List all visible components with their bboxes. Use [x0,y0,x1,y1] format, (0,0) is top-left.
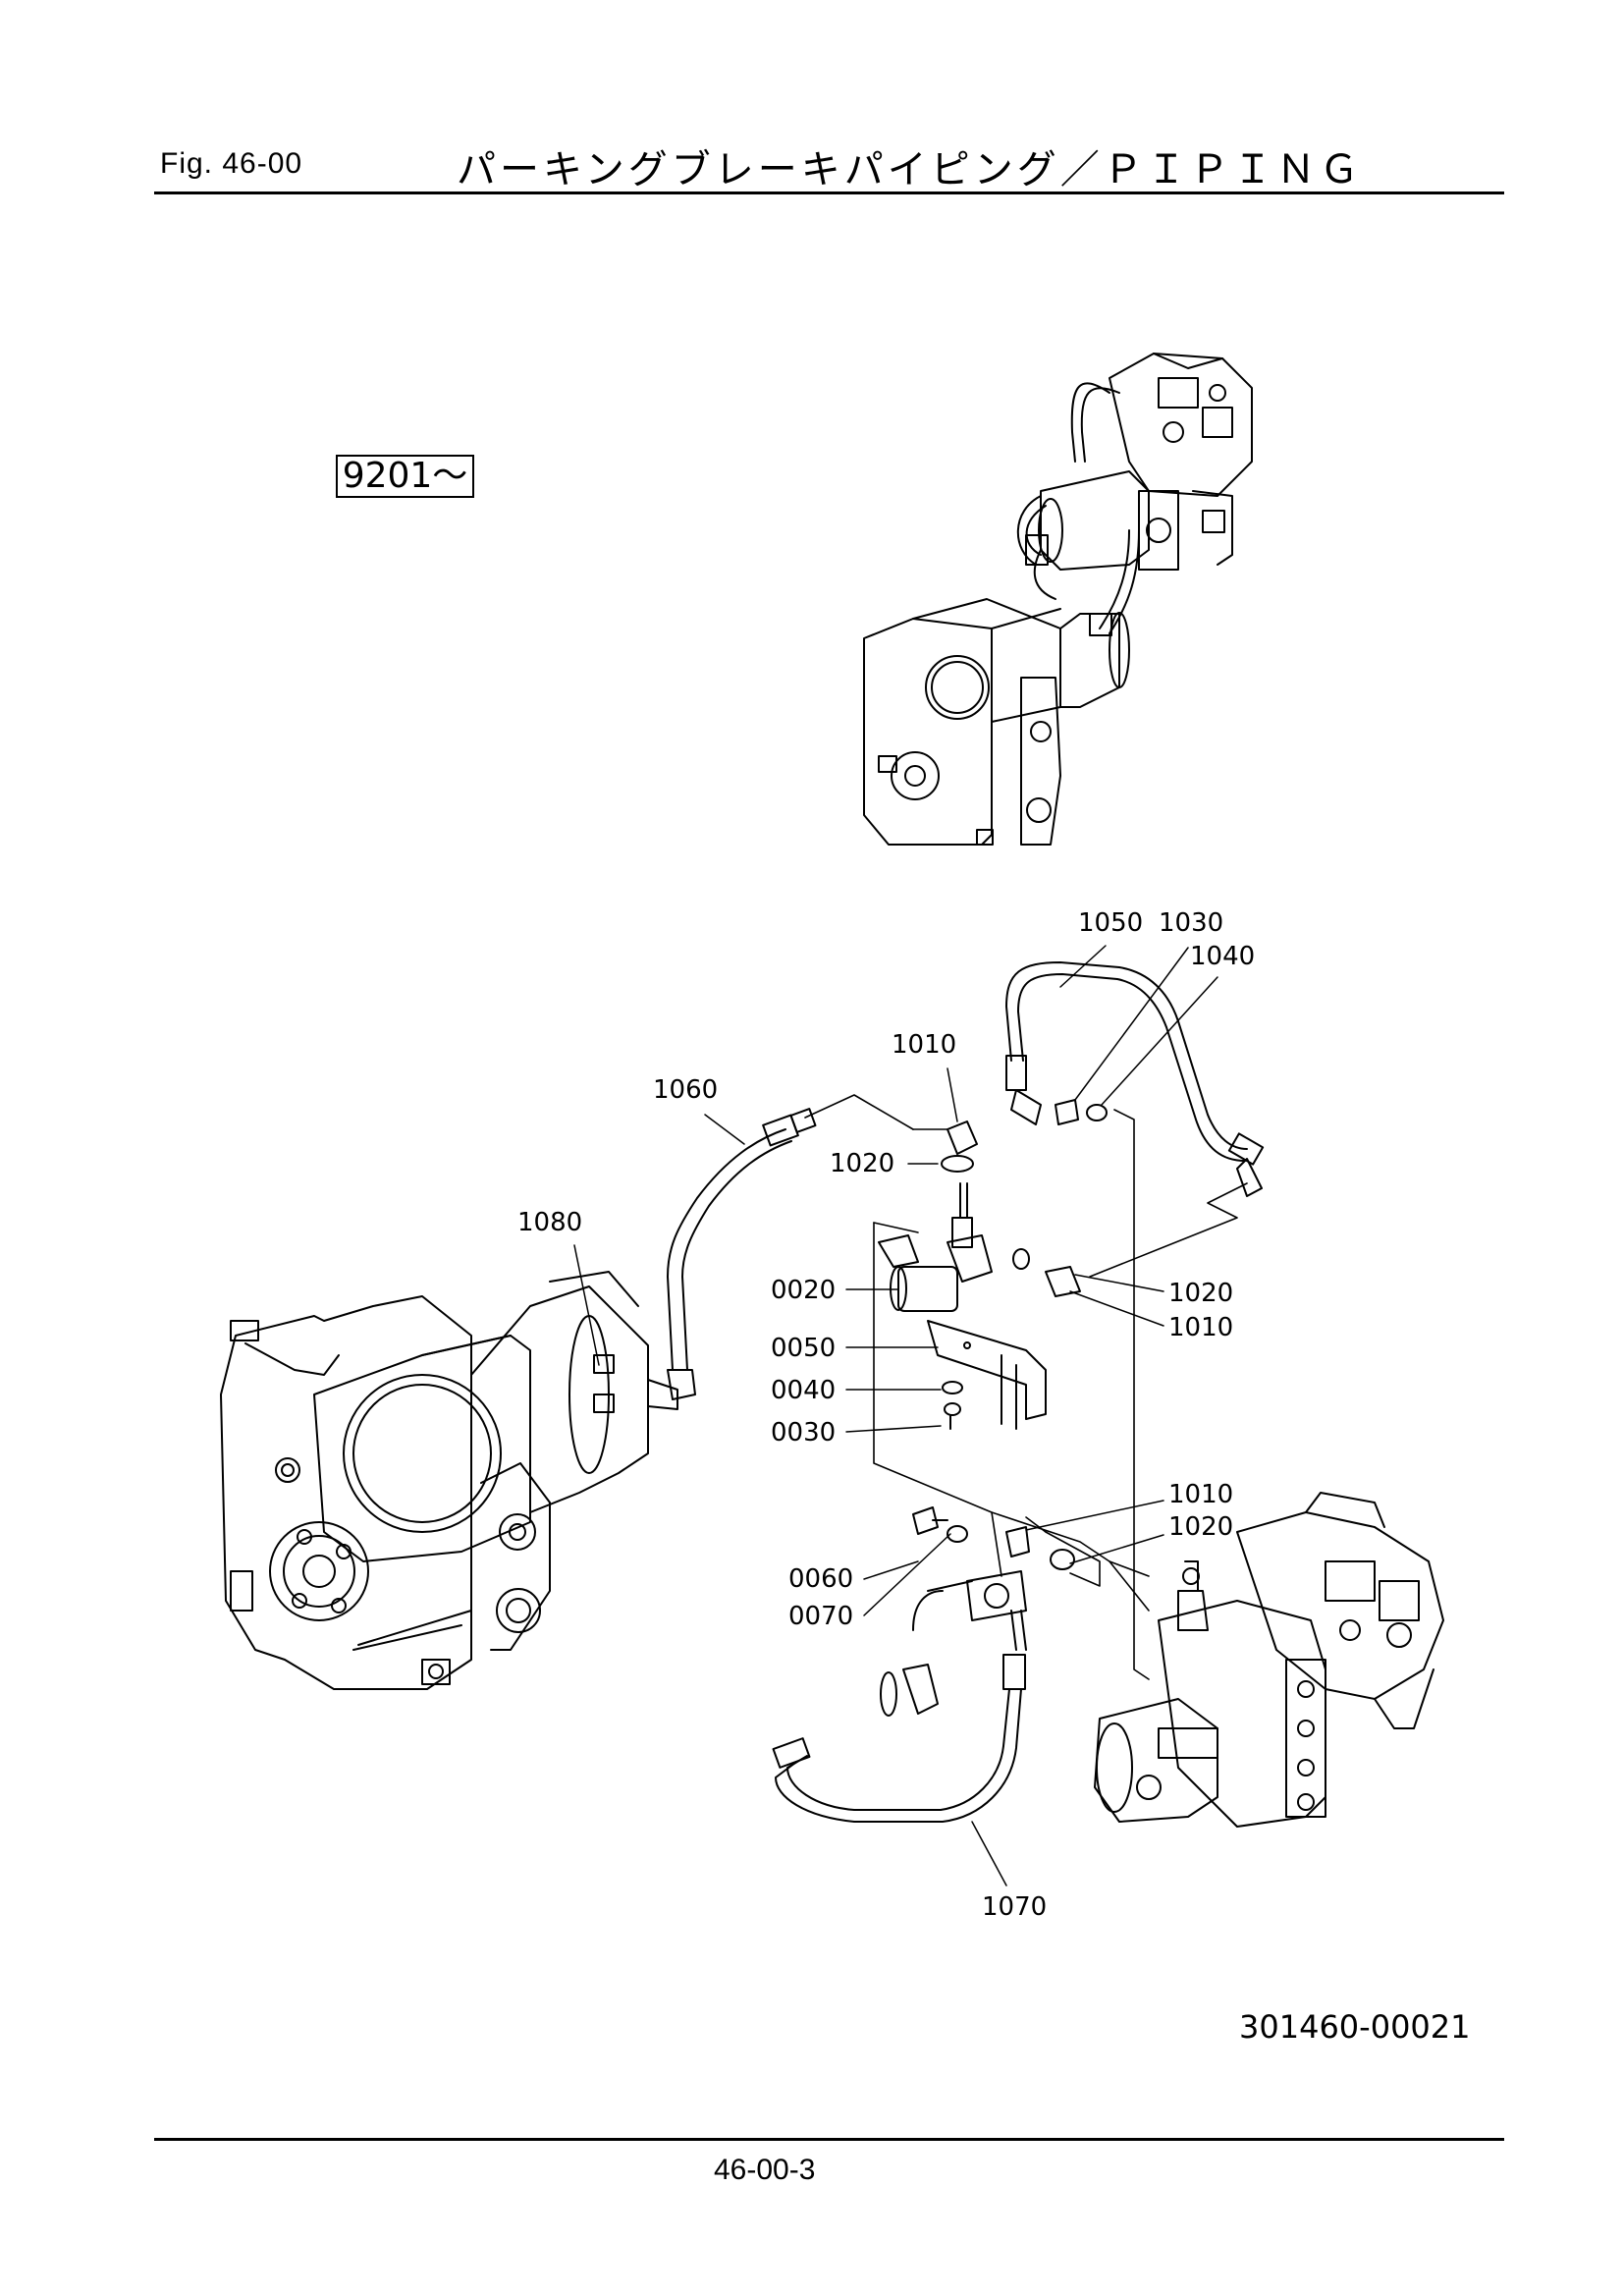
callout-0040: 0040 [771,1376,836,1405]
main-gearbox [220,1271,649,1690]
callout-1010: 1010 [1168,1313,1233,1342]
valve-assembly [878,1121,1081,1312]
callout-1020: 1020 [1168,1512,1233,1542]
page-number: 46-00-3 [714,2154,816,2186]
overview-gearbox [863,598,1130,846]
footer-rule [154,2138,1504,2141]
callout-1060: 1060 [653,1075,718,1105]
page-header: Fig. 46-00 パーキングブレーキパイピング／ＰＩＰＩＮＧ [0,0,1623,196]
callout-1080: 1080 [517,1208,582,1237]
leader-lines [573,945,1218,1886]
connection-lines [804,1094,1248,1680]
callout-1050: 1050 [1078,908,1143,938]
hose-1060 [593,1108,817,1413]
header-rule [154,191,1504,194]
callout-0070: 0070 [788,1602,853,1631]
hose-1050 [1005,961,1265,1197]
overview-hoses [1016,382,1140,636]
small-parts [880,1099,1108,1717]
callout-1010: 1010 [1168,1480,1233,1509]
callout-labels: 1050 1030 1040 1010 1060 1020 1080 0020 … [517,908,1255,1922]
callout-1020: 1020 [1168,1279,1233,1308]
hose-1070 [772,1610,1027,1823]
callout-1010: 1010 [892,1030,956,1060]
callout-1070: 1070 [982,1892,1047,1922]
callout-1040: 1040 [1190,942,1255,971]
callout-1020: 1020 [830,1149,894,1178]
drawing-number: 301460-00021 [1239,2008,1471,2046]
callout-0020: 0020 [771,1276,836,1305]
figure-label: Fig. 46-00 [160,147,303,180]
overview-pump [1038,353,1253,571]
figure-title: パーキングブレーキパイピング／ＰＩＰＩＮＧ [457,148,1363,191]
bracket-0050 [927,1320,1047,1430]
serial-range-box: 9201～ [336,455,474,498]
callout-0050: 0050 [771,1334,836,1363]
callout-1030: 1030 [1159,908,1223,938]
callout-0030: 0030 [771,1418,836,1448]
main-pump [1094,1492,1444,1828]
callout-0060: 0060 [788,1564,853,1594]
